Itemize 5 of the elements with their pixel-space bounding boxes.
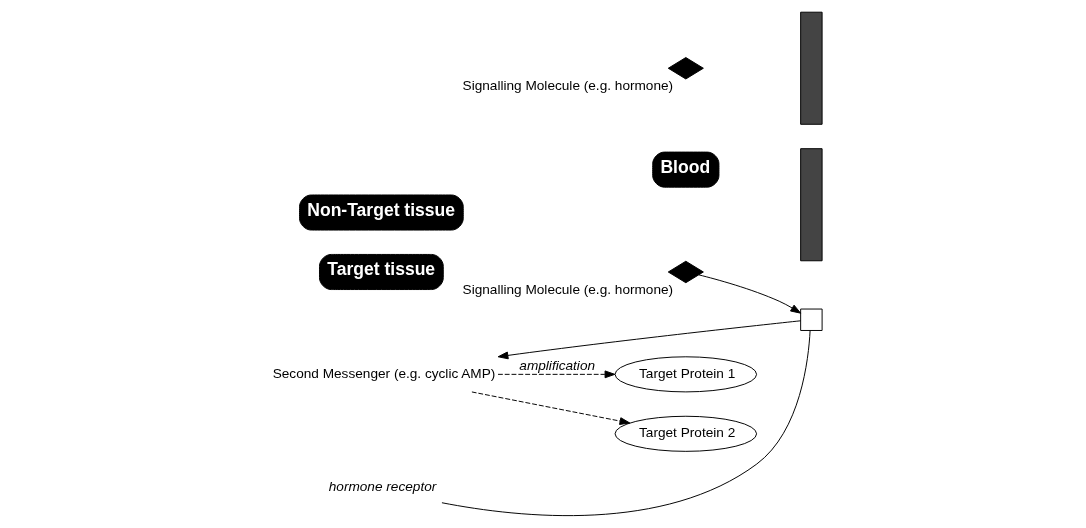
node-text: Second Messenger (e.g. cyclic AMP)	[272, 365, 495, 381]
node-label: Signalling Molecule (e.g. hormone)	[462, 77, 673, 93]
edge-label: amplification	[518, 357, 595, 373]
node-label: Signalling Molecule (e.g. hormone)	[462, 281, 673, 297]
node-text: hormone receptor	[328, 479, 436, 495]
